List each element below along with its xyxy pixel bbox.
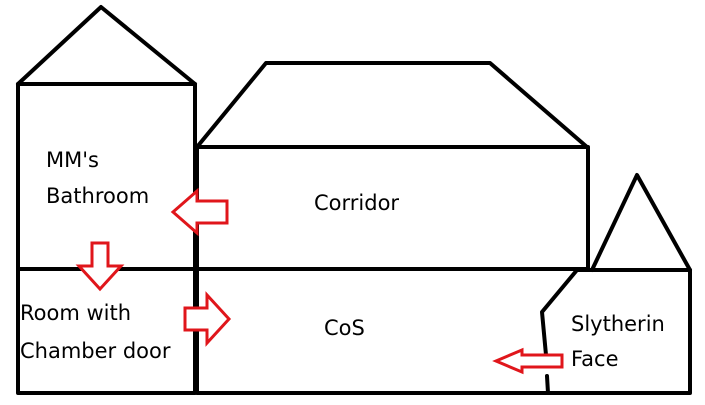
slytherin-face-label-line1: Slytherin (571, 312, 665, 336)
slytherin-face-divider-wall-lower (545, 374, 550, 395)
slytherin-tower-roof (590, 173, 692, 272)
arrow-chamber-door-room-to-cos (183, 291, 232, 347)
bathroom-label-line2: Bathroom (46, 184, 149, 208)
corridor-room-outline (195, 145, 590, 271)
slytherin-face-room-outline (546, 268, 692, 395)
chamber-door-room-label-line2: Chamber door (20, 339, 171, 363)
chamber-door-room-label-line1: Room with (20, 301, 131, 325)
arrow-slytherin-face-to-cos (492, 347, 564, 375)
slytherin-face-divider-wall (540, 268, 579, 357)
bathroom-label-line1: MM's (46, 148, 99, 172)
slytherin-face-label-line2: Face (571, 347, 619, 371)
chamber-door-room-outline (16, 267, 197, 395)
bathroom-room-outline (16, 82, 197, 271)
arrow-corridor-to-bathroom (170, 187, 229, 237)
bathroom-tower-roof (16, 5, 197, 86)
corridor-roof (195, 61, 589, 149)
corridor-label: Corridor (314, 191, 399, 215)
arrow-bathroom-to-chamber-door-room (75, 241, 125, 292)
cos-label: CoS (324, 316, 365, 340)
